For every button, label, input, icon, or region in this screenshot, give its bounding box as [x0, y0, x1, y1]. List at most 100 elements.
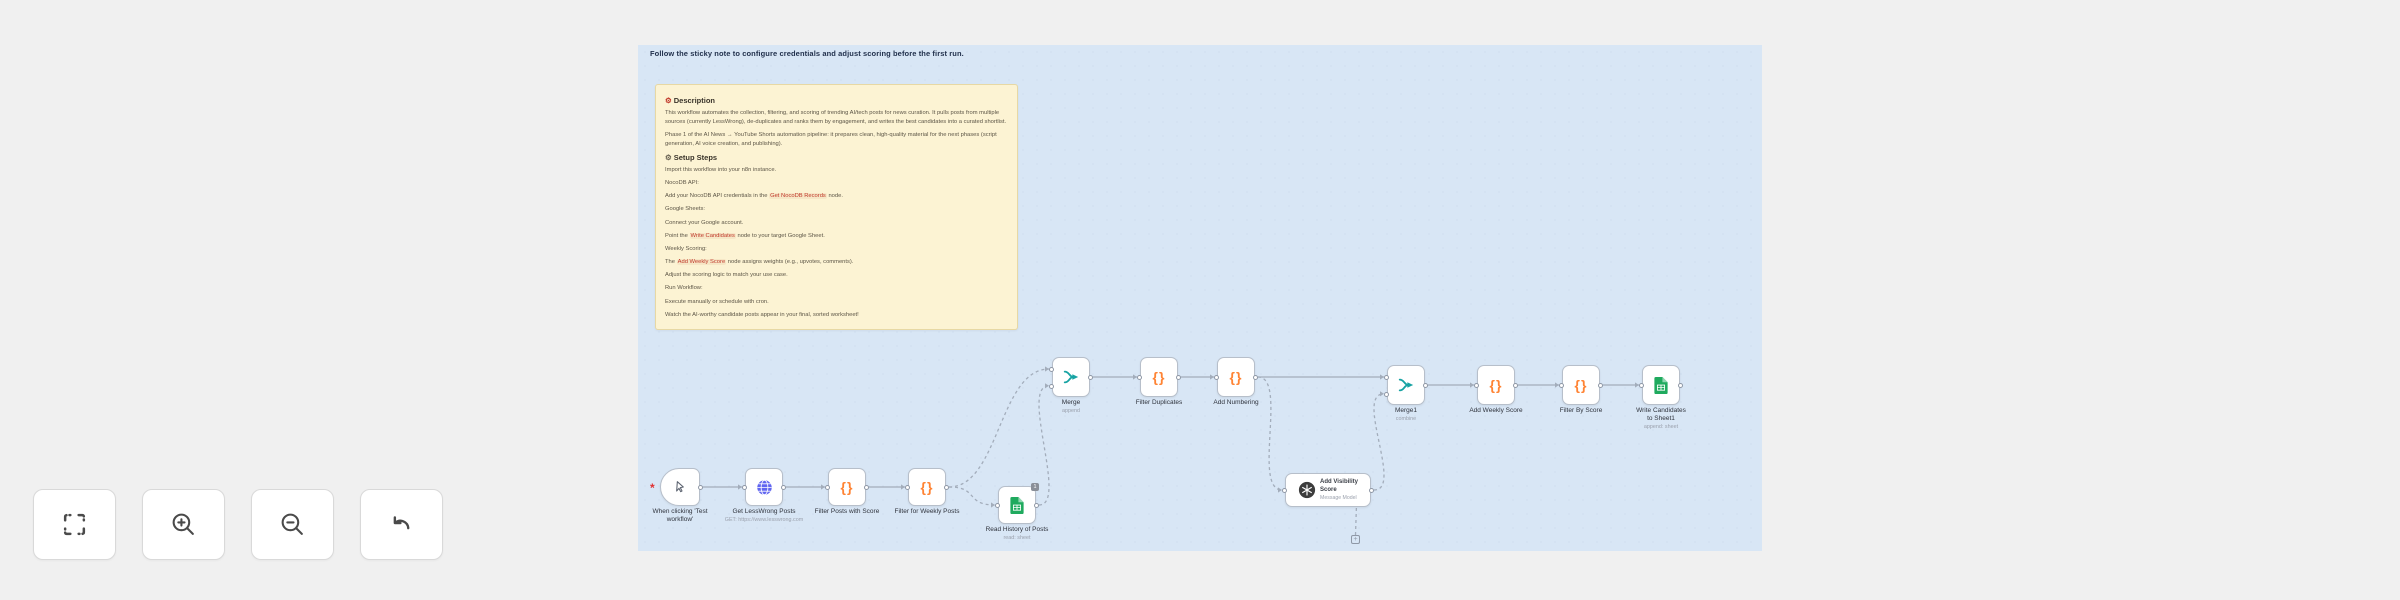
- output-port[interactable]: [1513, 383, 1518, 388]
- node-label: Filter Duplicates: [1135, 399, 1183, 406]
- input-port[interactable]: [1049, 367, 1054, 372]
- sticky-paragraph: Adjust the scoring logic to match your u…: [665, 272, 788, 279]
- items-count-badge: 1: [1031, 483, 1039, 491]
- node-label: Filter for Weekly Posts: [894, 508, 960, 515]
- sticky-paragraph: Weekly Scoring:: [665, 245, 707, 252]
- fit-view-icon: [63, 513, 86, 536]
- heading-icon: ⚙: [665, 152, 672, 162]
- zoom-in-icon: [172, 513, 194, 535]
- heading-icon: ⚙: [665, 96, 672, 105]
- sticky-paragraph: Watch the AI-worthy candidate posts appe…: [665, 311, 859, 318]
- output-port[interactable]: [1088, 375, 1093, 380]
- output-port[interactable]: [698, 485, 703, 490]
- zoom-out-button[interactable]: [251, 489, 334, 560]
- merge-icon: [1063, 370, 1079, 384]
- zoom-out-icon: [281, 513, 303, 535]
- sticky-paragraph: This workflow automates the collection, …: [665, 110, 1007, 125]
- input-port[interactable]: [825, 485, 830, 490]
- node-filterDup[interactable]: {} Filter Duplicates: [1136, 357, 1182, 406]
- node-label: Filter By Score: [1559, 407, 1603, 414]
- add-connection-plus[interactable]: +: [1351, 535, 1360, 544]
- sticky-paragraph: Google Sheets:: [665, 206, 705, 213]
- sticky-paragraph: The Add Weekly Score node assigns weight…: [665, 259, 854, 266]
- node-sublabel: combine: [1395, 416, 1417, 423]
- undo-button[interactable]: [360, 489, 443, 560]
- input-port[interactable]: [1137, 375, 1142, 380]
- sticky-paragraph: Execute manually or schedule with cron.: [665, 298, 769, 305]
- input-port[interactable]: [1282, 488, 1287, 493]
- sticky-paragraph: Run Workflow:: [665, 285, 703, 292]
- output-port[interactable]: [1253, 375, 1258, 380]
- output-port[interactable]: [1598, 383, 1603, 388]
- code-braces-icon: {}: [1229, 369, 1243, 385]
- google-sheets-icon: [1010, 496, 1024, 514]
- node-sublabel: append: sheet: [1643, 424, 1679, 431]
- input-port[interactable]: [1214, 375, 1219, 380]
- fit-view-button[interactable]: [33, 489, 116, 560]
- input-port[interactable]: [1384, 375, 1389, 380]
- output-port[interactable]: [1423, 383, 1428, 388]
- sticky-heading: ⚙Description: [665, 96, 715, 105]
- output-port[interactable]: [1678, 383, 1683, 388]
- input-port[interactable]: [1049, 383, 1054, 389]
- input-port[interactable]: [1384, 391, 1389, 397]
- node-byScore[interactable]: {} Filter By Score: [1559, 365, 1603, 414]
- output-port[interactable]: [944, 485, 949, 490]
- input-port[interactable]: [742, 485, 747, 490]
- sticky-heading: ⚙Setup Steps: [665, 152, 718, 162]
- output-port[interactable]: [1369, 488, 1374, 493]
- sticky-paragraph: NocoDB API:: [665, 179, 699, 186]
- required-setup-marker: *: [650, 481, 655, 495]
- output-port[interactable]: [864, 485, 869, 490]
- code-braces-icon: {}: [1152, 369, 1166, 385]
- code-braces-icon: {}: [1574, 377, 1588, 393]
- code-braces-icon: {}: [1489, 377, 1503, 393]
- node-sublabel: append: [1062, 408, 1080, 415]
- workflow-canvas[interactable]: Follow the sticky note to configure cred…: [638, 45, 1762, 551]
- node-subtitle: Message Model: [1320, 494, 1357, 501]
- undo-icon: [393, 516, 410, 530]
- input-port[interactable]: [1474, 383, 1479, 388]
- input-port[interactable]: [995, 503, 1000, 508]
- input-port[interactable]: [905, 485, 910, 490]
- node-f1[interactable]: {}Filter Posts with Score: [815, 468, 879, 515]
- globe-icon: [756, 479, 772, 495]
- sticky-paragraph: Import this workflow into your n8n insta…: [665, 166, 777, 173]
- code-braces-icon: {}: [920, 479, 934, 495]
- node-addNum[interactable]: {} Add Numbering: [1213, 357, 1259, 406]
- output-port[interactable]: [1034, 503, 1039, 508]
- output-port[interactable]: [781, 485, 786, 490]
- input-port[interactable]: [1639, 383, 1644, 388]
- node-f2[interactable]: {} Filter for Weekly Posts: [895, 468, 959, 515]
- node-label: Add Numbering: [1213, 399, 1259, 406]
- canvas-toolbar: [33, 489, 443, 560]
- sticky-paragraph: Add your NocoDB API credentials in the G…: [665, 193, 843, 200]
- node-sublabel: GET: https://www.lesswrong.com: [724, 517, 804, 524]
- canvas-header-note: Follow the sticky note to configure cred…: [650, 49, 964, 58]
- openai-icon: [1298, 481, 1316, 499]
- node-label: Add Weekly Score: [1469, 407, 1523, 414]
- sticky-paragraph: Point the Write Candidates node to your …: [665, 232, 825, 239]
- google-sheets-icon: [1654, 376, 1668, 394]
- input-port[interactable]: [1559, 383, 1564, 388]
- cursor-click-icon: [676, 481, 684, 493]
- node-sublabel: read: sheet: [1003, 535, 1031, 542]
- node-weekly[interactable]: {} Add Weekly Score: [1469, 365, 1523, 414]
- output-port[interactable]: [1176, 375, 1181, 380]
- sticky-paragraph: Phase 1 of the AI News → YouTube Shorts …: [665, 131, 997, 147]
- zoom-in-button[interactable]: [142, 489, 225, 560]
